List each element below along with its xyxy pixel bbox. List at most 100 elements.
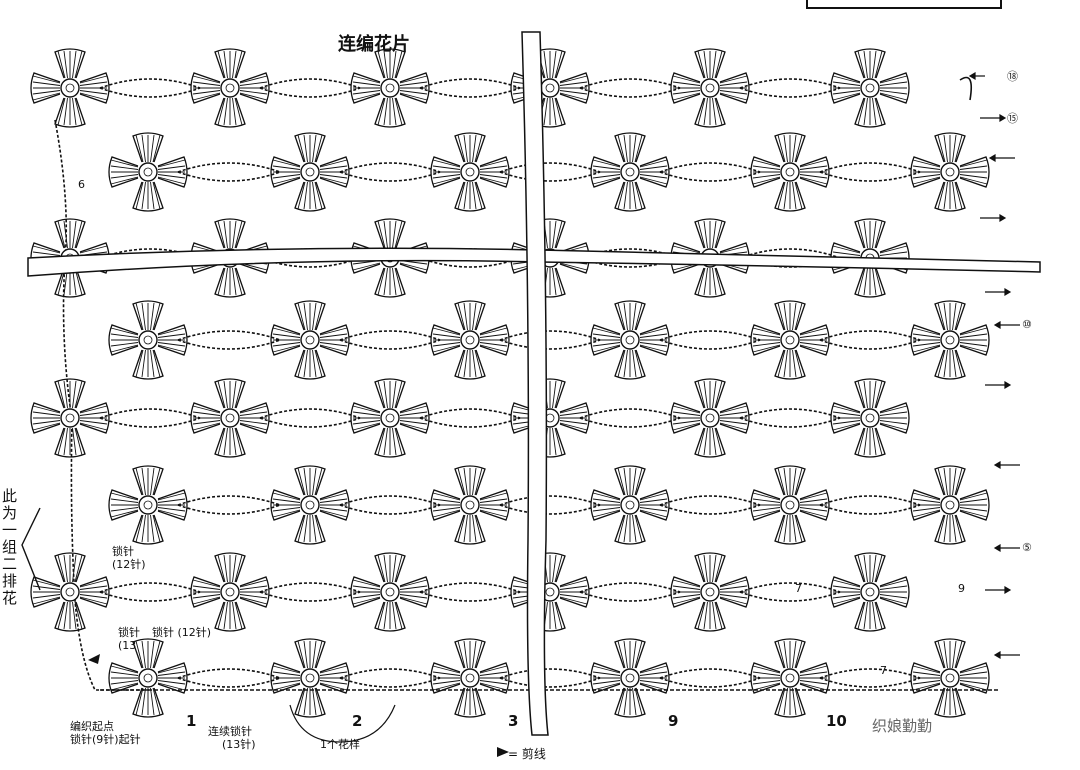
- chain-stitch: [819, 504, 921, 515]
- flower-motif: [108, 638, 188, 718]
- flower-motif: [910, 465, 990, 545]
- chain-stitch: [659, 330, 761, 341]
- flower-motifs: [30, 48, 990, 718]
- chain-stitch: [579, 582, 681, 593]
- chain-stitch: [659, 677, 761, 688]
- chain-stitch: [259, 87, 361, 98]
- chain-stitch: [819, 339, 921, 350]
- inner-count-6: 6: [78, 178, 85, 191]
- chain-stitch: [819, 171, 921, 182]
- flower-motif: [350, 378, 430, 458]
- chain-stitch: [819, 495, 921, 506]
- flower-motif: [910, 300, 990, 380]
- chain-stitch: [177, 504, 281, 515]
- chain-stitch: [259, 417, 361, 428]
- flower-motif: [510, 552, 590, 632]
- flower-motif: [30, 48, 110, 128]
- flower-motif: [350, 552, 430, 632]
- horizontal-break: [27, 247, 1041, 277]
- flower-motif: [430, 300, 510, 380]
- chain-stitch: [99, 591, 201, 602]
- chain-stitch: [259, 408, 361, 419]
- chain-stitch: [659, 504, 761, 515]
- chain-stitch: [259, 582, 361, 593]
- chain-stitch: [339, 330, 441, 341]
- chain-stitch: [659, 171, 761, 182]
- side-bracket: [21, 507, 41, 591]
- flower-motif: [108, 465, 188, 545]
- chain-stitch: [499, 162, 601, 173]
- motif-number-3: 3: [508, 712, 519, 730]
- flower-motif: [830, 378, 910, 458]
- chain-stitch: [499, 330, 601, 341]
- chain-stitch: [419, 582, 521, 593]
- chain-stitch: [579, 87, 681, 98]
- flower-motif: [590, 638, 670, 718]
- chain-stitch: [177, 162, 281, 173]
- chain-stitch: [739, 591, 841, 602]
- flower-motif: [830, 552, 910, 632]
- top-right-box: [806, 0, 1002, 9]
- chain-stitch: [259, 591, 361, 602]
- chain-stitch: [99, 78, 201, 89]
- row-arrows: [968, 71, 1020, 660]
- inner-count-9: 9: [958, 582, 965, 595]
- chain-stitch: [339, 162, 441, 173]
- flower-motif: [670, 378, 750, 458]
- flower-motif: [190, 552, 270, 632]
- motif-number-2: 2: [352, 712, 363, 730]
- flower-motif: [750, 132, 830, 212]
- legend-cut: = 剪线: [508, 747, 546, 761]
- chain-stitch: [419, 591, 521, 602]
- legend-marker: [497, 747, 509, 757]
- row-label-5: ⑤: [1022, 541, 1032, 554]
- flower-motif: [910, 132, 990, 212]
- chain-stitch: [177, 339, 281, 350]
- flower-motif: [750, 465, 830, 545]
- flower-motif: [510, 378, 590, 458]
- chain-stitch: [819, 668, 921, 679]
- flower-motif: [430, 638, 510, 718]
- flower-motif: [270, 638, 350, 718]
- break-lines: [27, 31, 1041, 736]
- chain-stitch: [177, 171, 281, 182]
- chain-stitch: [339, 339, 441, 350]
- chain13-label: 锁针(13: [118, 626, 140, 652]
- chain-stitch: [177, 677, 281, 688]
- watermark: 织娘勤勤: [872, 717, 933, 735]
- chain-stitch: [419, 408, 521, 419]
- chain-stitch: [579, 417, 681, 428]
- flower-motif: [190, 48, 270, 128]
- chain-stitch: [659, 668, 761, 679]
- chain-stitch: [99, 582, 201, 593]
- chain-stitch: [339, 495, 441, 506]
- flower-motif: [590, 300, 670, 380]
- chain-stitch: [579, 408, 681, 419]
- chain-stitch: [259, 78, 361, 89]
- flower-motif: [910, 638, 990, 718]
- chain-stitch: [177, 495, 281, 506]
- chain-stitch: [579, 78, 681, 89]
- chain-note: 连续锁针(13针): [208, 725, 256, 751]
- vertical-break: [521, 31, 549, 736]
- chain-stitch: [819, 677, 921, 688]
- chain-stitch: [499, 171, 601, 182]
- start-note: 编织起点锁针(9针)起针: [70, 720, 141, 746]
- flower-motif: [670, 48, 750, 128]
- chain-stitch: [659, 339, 761, 350]
- row-label-15: ⑮: [1007, 112, 1018, 125]
- chain-stitch: [499, 495, 601, 506]
- chain-stitch: [339, 504, 441, 515]
- flower-motif: [590, 132, 670, 212]
- flower-motif: [670, 552, 750, 632]
- row-label-18: ⑱: [1007, 70, 1018, 83]
- chain-stitch: [739, 582, 841, 593]
- side-note: 此为一组二排花: [2, 487, 18, 607]
- inner-count-7b: 7: [880, 664, 887, 677]
- flower-motif: [190, 378, 270, 458]
- flower-motif: [830, 48, 910, 128]
- flower-motif: [430, 465, 510, 545]
- chain-stitch: [659, 162, 761, 173]
